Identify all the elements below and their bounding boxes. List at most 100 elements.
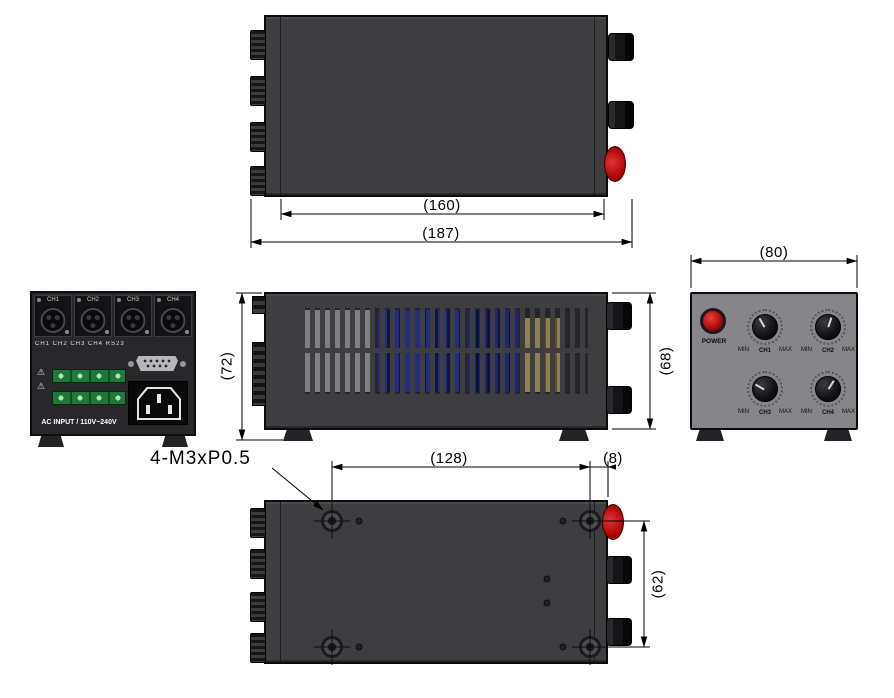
red-button — [602, 504, 624, 540]
knob-ch4: MIN CH4 MAX — [800, 367, 856, 423]
small-hole — [559, 643, 567, 651]
ac-inlet-slots — [139, 389, 179, 418]
knob-tick-ring — [810, 309, 846, 345]
knob-tick-ring — [810, 371, 846, 407]
bottom-view — [250, 500, 632, 664]
dim-128: (128) — [430, 450, 468, 467]
panel-seam — [594, 17, 595, 195]
dim-187: (187) — [422, 225, 460, 242]
rubber-foot — [38, 436, 64, 447]
xlr-socket — [80, 308, 106, 333]
power-button — [700, 308, 726, 334]
ac-input-label: AC INPUT / 110V~240V — [41, 419, 117, 426]
xlr-connector: CH3 — [114, 295, 152, 337]
xlr-connector-edge — [250, 508, 266, 538]
rear-spec-text: CH1 CH2 CH3 CH4 RS232 — [35, 341, 125, 347]
knob-tick-ring — [747, 309, 783, 345]
top-view — [250, 15, 634, 197]
xlr-connector: CH2 — [74, 295, 112, 337]
knob-dial — [752, 376, 778, 402]
rubber-foot — [824, 430, 852, 441]
knob-dial — [815, 314, 841, 340]
knob-max-label: MAX — [841, 409, 855, 415]
knob-ch2: MIN CH2 MAX — [800, 305, 856, 361]
mounting-hole — [579, 510, 601, 532]
knob-min-label: MIN — [801, 347, 812, 353]
terminal-block-row — [52, 369, 126, 383]
ac-inlet — [128, 381, 188, 425]
knob-max-label: MAX — [778, 409, 792, 415]
red-button — [604, 146, 626, 182]
rubber-foot — [162, 436, 188, 447]
xlr-channel-label: CH2 — [86, 297, 99, 303]
binding-post — [606, 386, 632, 414]
panel-seam — [594, 502, 595, 662]
xlr-connector-edge — [250, 122, 266, 152]
binding-post — [608, 33, 634, 61]
vent-slots — [300, 308, 588, 394]
power-label: POWER — [701, 338, 727, 345]
xlr-connector-edge — [250, 549, 266, 579]
xlr-connector-edge — [250, 166, 266, 196]
rubber-foot — [559, 430, 589, 441]
dim-80: (80) — [759, 244, 789, 261]
binding-post — [606, 618, 632, 646]
side-view — [252, 292, 632, 430]
xlr-connector-edge — [250, 30, 266, 60]
vent-grille — [300, 308, 588, 394]
knob-min-label: MIN — [801, 409, 812, 415]
db9-dsub — [136, 356, 178, 371]
xlr-channel-label: CH1 — [46, 297, 59, 303]
rear-view: CH1 CH2 CH3 CH4 CH1 CH2 CH3 CH4 RS232 ⚠ … — [30, 291, 196, 436]
rubber-foot — [283, 430, 313, 441]
xlr-socket — [40, 308, 66, 333]
dim-68: (68) — [657, 346, 675, 376]
xlr-connector-edge — [250, 592, 266, 622]
xlr-connector-edge — [250, 633, 266, 663]
terminal-block-row — [52, 391, 126, 405]
dim-160: (160) — [423, 197, 461, 214]
knob-channel-label: CH2 — [821, 348, 835, 354]
binding-post — [606, 302, 632, 330]
knob-max-label: MAX — [841, 347, 855, 353]
panel-seam — [280, 502, 281, 662]
knob-tick-ring — [747, 371, 783, 407]
rubber-foot — [696, 430, 724, 441]
binding-post — [608, 101, 634, 129]
knob-channel-label: CH3 — [758, 410, 772, 416]
small-hole — [543, 575, 551, 583]
knob-channel-label: CH4 — [821, 410, 835, 416]
knob-min-label: MIN — [738, 347, 749, 353]
knob-dial — [752, 314, 778, 340]
knob-dial — [815, 376, 841, 402]
dim-62: (62) — [649, 569, 667, 599]
warning-icon: ⚠ — [37, 381, 46, 391]
knob-ch1: MIN CH1 MAX — [737, 305, 793, 361]
mounting-hole — [579, 636, 601, 658]
xlr-socket — [160, 308, 186, 333]
xlr-connector: CH4 — [154, 295, 192, 337]
mounting-hole — [321, 636, 343, 658]
side-connector-edge — [252, 296, 266, 314]
small-hole — [355, 643, 363, 651]
dim-72: (72) — [218, 351, 236, 381]
small-hole — [559, 517, 567, 525]
screw-callout: 4-M3xP0.5 — [150, 448, 251, 469]
binding-post — [606, 556, 632, 584]
knob-ch3: MIN CH3 MAX — [737, 367, 793, 423]
side-connector-edge — [252, 342, 266, 406]
small-hole — [355, 517, 363, 525]
xlr-connector: CH1 — [34, 295, 72, 337]
ac-inlet-outline — [137, 387, 181, 420]
dim-8: (8) — [603, 450, 623, 467]
warning-icon: ⚠ — [37, 367, 46, 377]
mounting-hole — [321, 510, 343, 532]
xlr-connector-edge — [250, 76, 266, 106]
small-hole — [543, 599, 551, 607]
panel-seam — [280, 17, 281, 195]
knob-channel-label: CH1 — [758, 348, 772, 354]
db9-serial-connector — [128, 353, 186, 375]
knob-max-label: MAX — [778, 347, 792, 353]
xlr-channel-label: CH4 — [166, 297, 179, 303]
